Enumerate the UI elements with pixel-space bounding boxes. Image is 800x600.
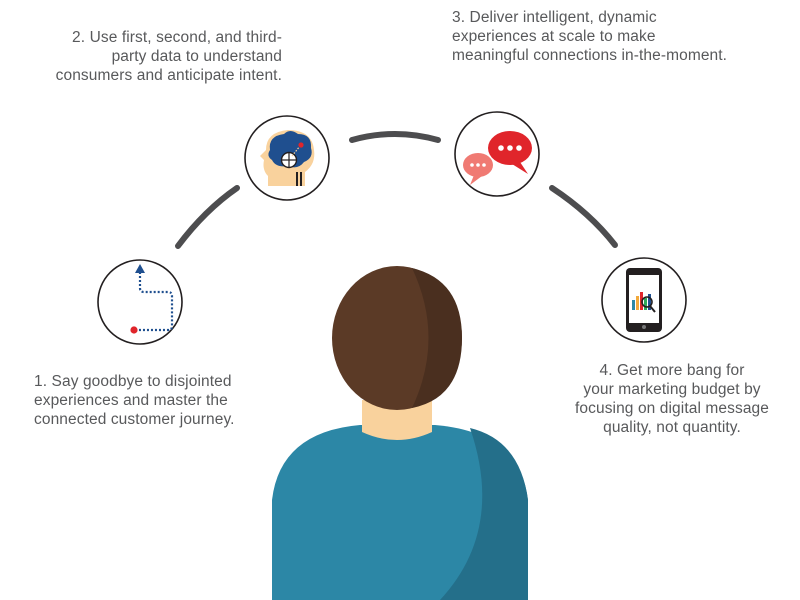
step-2-caption: 2. Use first, second, and third- party d… <box>20 28 282 85</box>
step-4-caption: 4. Get more bang for your marketing budg… <box>544 361 800 437</box>
step-4-line-3: focusing on digital message <box>575 400 769 417</box>
journey-path-icon <box>130 264 174 334</box>
step-1-line-1: 1. Say goodbye to disjointed <box>34 373 232 390</box>
step-1-icon-circle <box>97 259 183 345</box>
step-3-line-1: 3. Deliver intelligent, dynamic <box>452 9 657 26</box>
step-4-line-1: 4. Get more bang for <box>599 362 745 379</box>
neck <box>362 400 432 440</box>
arc-connectors <box>175 131 618 249</box>
shirt <box>272 425 528 600</box>
brain-target-icon <box>260 130 315 186</box>
step-4-line-4: quality, not quantity. <box>603 419 741 436</box>
step-4-line-2: your marketing budget by <box>583 381 761 398</box>
step-2-line-3: consumers and anticipate intent. <box>55 67 282 84</box>
step-1-line-3: connected customer journey. <box>34 411 235 428</box>
arc-connector-2-3 <box>349 131 441 143</box>
chat-bubbles-icon <box>463 131 532 185</box>
arc-connector-1-2 <box>175 185 240 249</box>
shirt-shadow <box>440 428 528 600</box>
person-illustration <box>272 266 528 600</box>
step-4-icon-circle <box>601 257 687 343</box>
step-1-line-2: experiences and master the <box>34 392 228 409</box>
head-shadow <box>412 268 462 408</box>
phone-analytics-icon <box>626 268 662 332</box>
step-2-icon-circle <box>244 115 330 201</box>
arc-connector-3-4 <box>549 185 618 248</box>
step-3-caption: 3. Deliver intelligent, dynamic experien… <box>452 8 727 65</box>
step-3-line-3: meaningful connections in-the-moment. <box>452 47 728 64</box>
step-3-icon-circle <box>454 111 540 197</box>
step-2-line-2: party data to understand <box>111 48 282 65</box>
step-2-line-1: 2. Use first, second, and third- <box>72 29 282 46</box>
step-1-caption: 1. Say goodbye to disjointed experiences… <box>34 372 235 429</box>
step-3-line-2: experiences at scale to make <box>452 28 656 45</box>
